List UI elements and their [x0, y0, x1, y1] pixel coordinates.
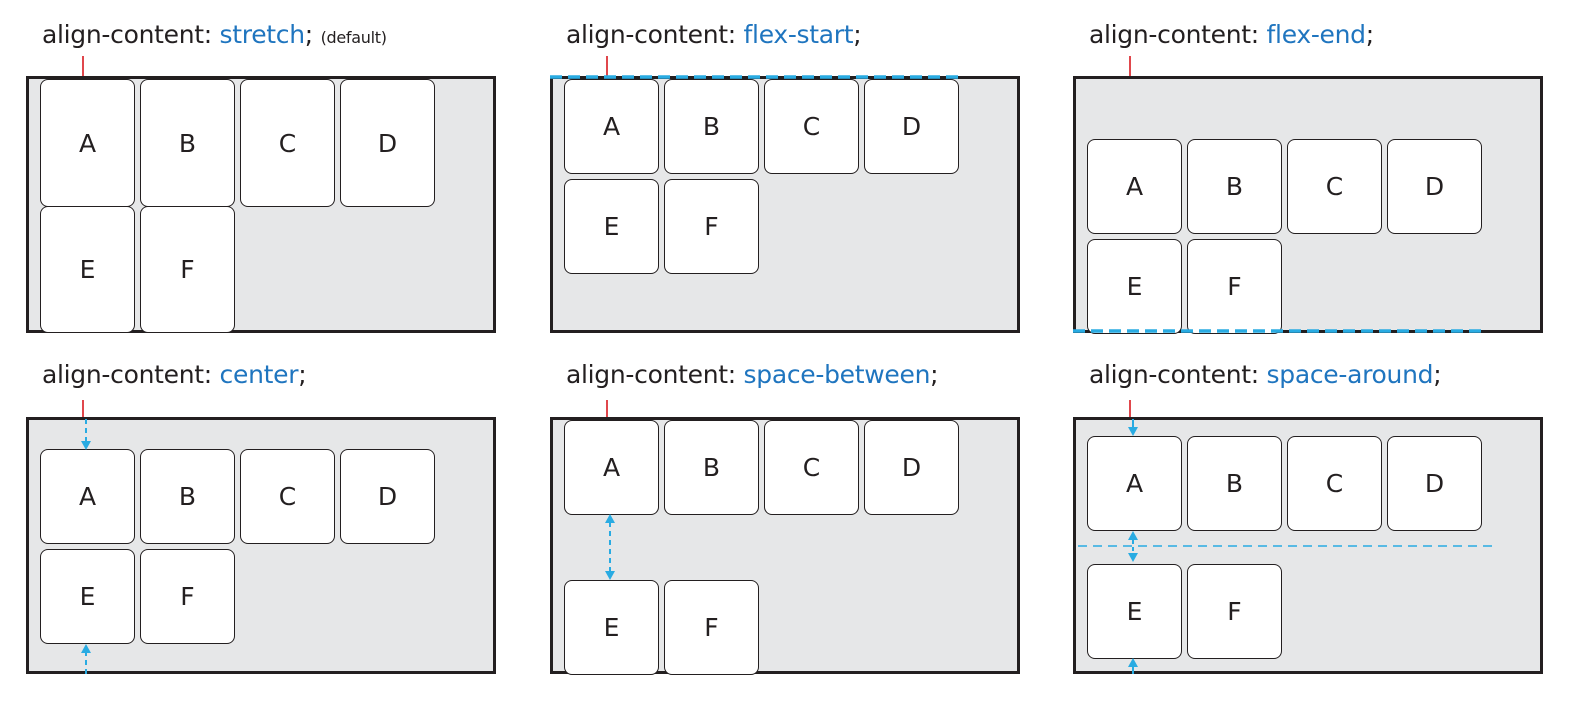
property-label: align-content: — [566, 20, 736, 49]
flex-item-e: E — [564, 580, 659, 675]
flex-item-e: E — [564, 179, 659, 274]
property-label: align-content: — [1089, 360, 1259, 389]
marker-line — [606, 56, 608, 76]
flex-container: A B C D E F — [550, 417, 1020, 675]
flex-item-b: B — [140, 449, 235, 544]
flex-container: A B C D E F — [26, 417, 496, 674]
flex-item-a: A — [40, 79, 135, 207]
flex-item-a: A — [40, 449, 135, 544]
property-label: align-content: — [1089, 20, 1259, 49]
flex-item-e: E — [40, 206, 135, 333]
flex-container: A B C D E F — [1073, 417, 1543, 674]
flex-item-f: F — [1187, 564, 1282, 659]
caption: align-content: space-between; — [566, 360, 939, 389]
suffix: ; — [304, 20, 313, 49]
flex-container: A B C D E F — [26, 76, 496, 333]
flex-item-f: F — [664, 179, 759, 274]
flex-item-e: E — [1087, 239, 1182, 334]
flex-item-a: A — [1087, 139, 1182, 234]
suffix: ; — [930, 360, 939, 389]
property-label: align-content: — [42, 20, 212, 49]
flex-item-a: A — [564, 420, 659, 515]
flex-item-c: C — [1287, 139, 1382, 234]
flex-container: A B C D E F — [550, 76, 1020, 333]
caption: align-content: center; — [42, 360, 307, 389]
suffix: ; — [853, 20, 862, 49]
flex-item-e: E — [40, 549, 135, 644]
flex-item-d: D — [1387, 436, 1482, 531]
value-label: space-around — [1266, 360, 1434, 389]
flex-item-b: B — [1187, 139, 1282, 234]
flex-item-f: F — [1187, 239, 1282, 334]
value-label: flex-end — [1266, 20, 1367, 49]
value-label: stretch — [219, 20, 306, 49]
flex-item-f: F — [140, 549, 235, 644]
flex-item-d: D — [340, 449, 435, 544]
flex-item-b: B — [664, 420, 759, 515]
suffix: ; — [1433, 360, 1442, 389]
default-note: (default) — [320, 28, 387, 47]
value-label: flex-start — [743, 20, 854, 49]
flex-item-e: E — [1087, 564, 1182, 659]
flex-item-b: B — [1187, 436, 1282, 531]
flex-item-d: D — [864, 79, 959, 174]
property-label: align-content: — [566, 360, 736, 389]
caption: align-content: flex-end; — [1089, 22, 1374, 47]
suffix: ; — [298, 360, 307, 389]
caption: align-content: space-around; — [1089, 360, 1442, 389]
value-label: space-between — [743, 360, 931, 389]
flex-item-c: C — [1287, 436, 1382, 531]
marker-line — [82, 400, 84, 417]
flex-item-a: A — [564, 79, 659, 174]
flex-item-c: C — [240, 79, 335, 207]
marker-line — [606, 400, 608, 417]
marker-line — [1129, 400, 1131, 417]
flex-item-b: B — [140, 79, 235, 207]
flex-container: A B C D E F — [1073, 76, 1543, 334]
flex-item-c: C — [764, 420, 859, 515]
marker-line — [1129, 56, 1131, 76]
flex-item-f: F — [664, 580, 759, 675]
flex-item-d: D — [1387, 139, 1482, 234]
marker-line — [82, 56, 84, 76]
flex-item-d: D — [340, 79, 435, 207]
flex-item-b: B — [664, 79, 759, 174]
suffix: ; — [1365, 20, 1374, 49]
value-label: center — [219, 360, 299, 389]
flex-item-f: F — [140, 206, 235, 333]
property-label: align-content: — [42, 360, 212, 389]
caption: align-content: stretch; (default) — [42, 22, 387, 47]
flex-item-c: C — [764, 79, 859, 174]
flex-item-d: D — [864, 420, 959, 515]
flex-item-a: A — [1087, 436, 1182, 531]
caption: align-content: flex-start; — [566, 20, 862, 49]
flex-item-c: C — [240, 449, 335, 544]
